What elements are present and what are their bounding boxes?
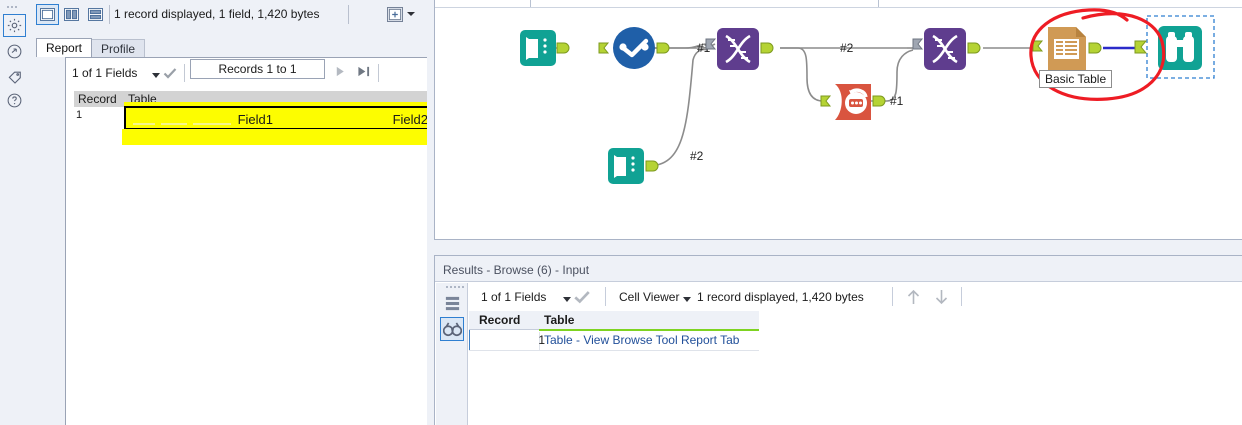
workflow-graph: #1 #2 bbox=[520, 8, 1215, 184]
node-join-2[interactable] bbox=[924, 28, 966, 70]
results-grid[interactable]: Record Table 1 Table - View Browse Tool … bbox=[469, 311, 1242, 425]
table-row[interactable]: 1 Table - View Browse Tool Report Tab bbox=[469, 332, 759, 350]
node-browse-1[interactable] bbox=[1158, 26, 1202, 70]
results-column-table: Table bbox=[544, 313, 575, 327]
join1-input-anchor[interactable] bbox=[705, 38, 717, 50]
browse-configuration-panel: 1 record displayed, 1 field, 1,420 bytes… bbox=[0, 0, 436, 425]
results-record-count: 1 record displayed, 1,420 bytes bbox=[697, 290, 864, 304]
refresh-arrow-icon[interactable] bbox=[3, 40, 26, 63]
tab-report[interactable]: Report bbox=[36, 38, 93, 57]
scroll-down-arrow-icon[interactable] bbox=[933, 288, 950, 309]
toolbar-divider-2 bbox=[348, 5, 349, 24]
basic-table-node-label[interactable]: Basic Table bbox=[1039, 70, 1113, 88]
basic-table-input-anchor[interactable] bbox=[1032, 40, 1044, 52]
node-summarize-1[interactable] bbox=[835, 84, 871, 120]
connection-label-2: #2 bbox=[840, 41, 854, 55]
fields-selector-label[interactable]: 1 of 1 Fields bbox=[72, 66, 138, 80]
toolbar-divider bbox=[109, 5, 110, 24]
grid-cell-divider bbox=[539, 332, 540, 350]
results-titlebar: Results - Browse (6) - Input bbox=[435, 256, 1242, 282]
add-panel-chevron-down-icon[interactable] bbox=[407, 12, 415, 16]
record-status-text: 1 record displayed, 1 field, 1,420 bytes bbox=[114, 7, 320, 21]
canvas-ruler-tick-2 bbox=[878, 0, 879, 7]
add-panel-icon[interactable] bbox=[383, 4, 407, 25]
results-toolbar: 1 of 1 Fields Cell Viewer 1 record displ… bbox=[469, 283, 1242, 311]
summarize-input-anchor[interactable] bbox=[820, 95, 832, 107]
results-icon-rail bbox=[436, 283, 468, 425]
record-column-header: Record bbox=[78, 92, 117, 106]
settings-gear-icon[interactable] bbox=[3, 14, 26, 37]
browse-toolbar: 1 record displayed, 1 field, 1,420 bytes bbox=[28, 4, 427, 30]
left-icon-rail bbox=[0, 0, 28, 425]
nav-divider-2 bbox=[378, 64, 379, 82]
highlight-band-bottom bbox=[122, 129, 434, 145]
vertical-split-layout-button[interactable] bbox=[60, 4, 83, 25]
records-range-display[interactable]: Records 1 to 1 bbox=[190, 59, 325, 79]
red-circle-annotation bbox=[1029, 8, 1166, 101]
help-question-icon[interactable] bbox=[3, 89, 26, 112]
results-fields-chevron-down-icon[interactable] bbox=[563, 297, 571, 302]
grid-row-bottom-border bbox=[469, 350, 759, 351]
browse-selection-outline bbox=[1146, 15, 1215, 79]
cell-viewer-selector[interactable]: Cell Viewer bbox=[619, 290, 680, 304]
results-fields-selector[interactable]: 1 of 1 Fields bbox=[481, 290, 547, 304]
column-accent-underline bbox=[539, 329, 759, 331]
record-navigation-bar: 1 of 1 Fields bbox=[66, 62, 428, 86]
browse-input-anchor[interactable] bbox=[1134, 40, 1148, 54]
tag-icon[interactable] bbox=[3, 65, 26, 88]
horizontal-split-layout-button[interactable] bbox=[84, 4, 107, 25]
node-text-input-1[interactable] bbox=[520, 30, 556, 66]
node-join-1[interactable] bbox=[717, 28, 759, 70]
grid-selection-edge bbox=[469, 311, 470, 351]
field2-label: Field2 bbox=[392, 112, 428, 127]
canvas-ruler-tick bbox=[530, 0, 531, 7]
row-table-value[interactable]: Table - View Browse Tool Report Tab bbox=[544, 333, 740, 347]
workflow-canvas[interactable]: #1 #2 bbox=[434, 0, 1242, 240]
single-pane-layout-button[interactable] bbox=[36, 4, 59, 25]
report-tabs: Report Profile bbox=[36, 38, 146, 57]
results-toolbar-divider-3 bbox=[961, 287, 962, 306]
highlight-cell-field1: Field1 bbox=[129, 111, 276, 127]
node-filter-1[interactable] bbox=[613, 27, 655, 69]
record-row-number: 1 bbox=[76, 109, 83, 121]
last-record-button[interactable] bbox=[357, 65, 370, 81]
report-surface: 1 of 1 Fields bbox=[65, 57, 436, 425]
next-record-button[interactable] bbox=[334, 65, 347, 81]
highlight-band-top bbox=[124, 102, 436, 108]
connection-label-4: #2 bbox=[690, 149, 704, 163]
browse-panel-body: 1 record displayed, 1 field, 1,420 bytes… bbox=[28, 0, 436, 425]
cell-viewer-chevron-down-icon[interactable] bbox=[683, 297, 691, 302]
rail-grip-dots bbox=[7, 4, 21, 10]
results-pane: Results - Browse (6) - Input bbox=[434, 255, 1242, 425]
node-basic-table-1[interactable] bbox=[1048, 27, 1086, 71]
results-grid-header: Record Table bbox=[469, 311, 759, 330]
field1-label: Field1 bbox=[237, 112, 273, 127]
results-apply-check-icon[interactable] bbox=[573, 288, 591, 309]
browse-binoculars-icon[interactable] bbox=[440, 317, 464, 341]
scroll-up-arrow-icon[interactable] bbox=[905, 288, 922, 309]
results-title-text: Results - Browse (6) - Input bbox=[443, 263, 590, 277]
results-rail-grip bbox=[446, 286, 464, 288]
results-toolbar-divider-2 bbox=[892, 287, 893, 306]
nav-divider-1 bbox=[184, 64, 185, 82]
results-column-record: Record bbox=[479, 313, 521, 327]
fields-chevron-down-icon[interactable] bbox=[152, 73, 160, 78]
join2-input-anchor[interactable] bbox=[912, 38, 924, 50]
row-record-number: 1 bbox=[538, 333, 545, 347]
rows-view-icon[interactable] bbox=[440, 291, 464, 315]
highlighted-table-render: Field1 Field2 bbox=[124, 106, 434, 130]
apply-check-icon[interactable] bbox=[162, 65, 178, 84]
highlight-cell-field2: Field2 bbox=[279, 111, 430, 127]
canvas-ruler bbox=[435, 7, 1242, 8]
tab-profile[interactable]: Profile bbox=[91, 39, 146, 57]
connection-label-3: #1 bbox=[890, 94, 904, 108]
node-text-input-2[interactable] bbox=[608, 148, 644, 184]
right-region: #1 #2 bbox=[427, 0, 1242, 425]
results-toolbar-divider-1 bbox=[605, 287, 606, 306]
